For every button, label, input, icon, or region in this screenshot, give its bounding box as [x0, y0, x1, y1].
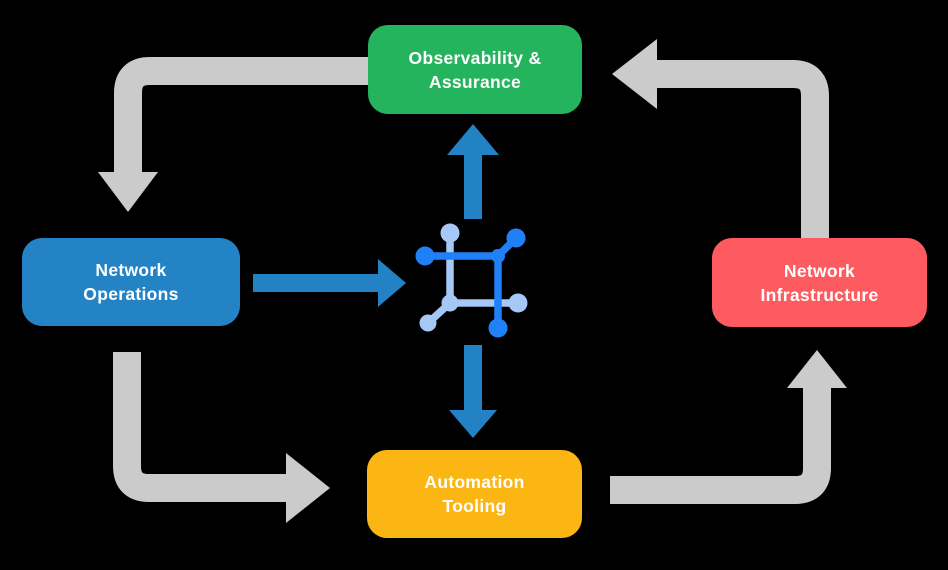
node-label-line: Observability &	[408, 47, 542, 68]
node-observability-assurance: Observability & Assurance	[368, 25, 582, 114]
arrow-observability-to-operations	[98, 57, 372, 212]
arrow-operations-to-center	[253, 259, 406, 307]
network-automation-icon	[415, 223, 528, 338]
node-label-line: Operations	[83, 284, 179, 304]
arrow-center-to-automation	[449, 345, 497, 438]
node-label-line: Assurance	[428, 71, 522, 92]
node-label-line: Network	[783, 260, 856, 281]
arrow-operations-to-automation	[113, 352, 330, 523]
node-automation-tooling: Automation Tooling	[367, 450, 582, 538]
node-label-line: Network	[95, 260, 167, 280]
node-label-line: Infrastructure	[760, 284, 879, 305]
arrow-infrastructure-to-observability	[612, 39, 829, 240]
node-label-line: Automation	[424, 472, 525, 492]
node-network-operations: Network Operations	[22, 238, 240, 326]
arrow-center-to-observability	[447, 124, 499, 219]
node-label-line: Tooling	[442, 496, 507, 516]
node-network-infrastructure: Network Infrastructure	[712, 238, 927, 327]
arrow-automation-to-infrastructure	[610, 350, 847, 504]
